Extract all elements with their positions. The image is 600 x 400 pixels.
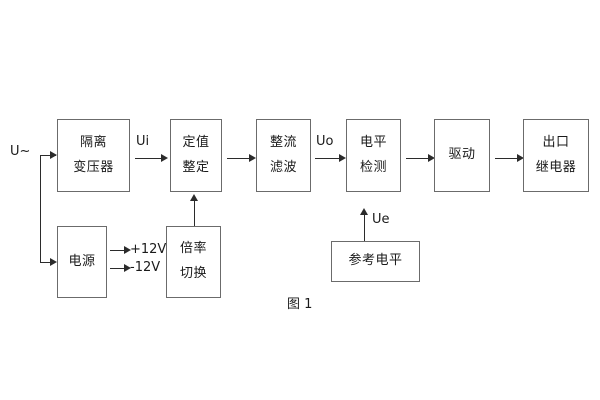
arrow-transformer-to-setting-head xyxy=(161,154,168,162)
rail-negative-line xyxy=(110,268,126,269)
arrow-drive-to-relay-line xyxy=(495,158,518,159)
block-line: 切换 xyxy=(179,266,207,281)
block-line: 变压器 xyxy=(73,159,114,175)
rail-positive-line xyxy=(110,250,126,251)
rail-positive-label: +12V xyxy=(130,242,167,257)
block-line: 驱动 xyxy=(448,147,476,163)
block-level-detect[interactable]: 电平 检测 xyxy=(346,119,401,192)
arrow-setting-to-rectify-head xyxy=(249,154,256,162)
rail-positive-arrow xyxy=(124,246,131,254)
branch-to-power-line xyxy=(40,262,51,263)
block-isolation-transformer[interactable]: 隔离 变压器 xyxy=(57,119,130,192)
input-label-u: U~ xyxy=(10,144,31,159)
branch-to-transformer-line xyxy=(40,155,51,156)
branch-to-transformer-arrow xyxy=(50,151,57,159)
arrow-setting-to-rectify-line xyxy=(227,158,250,159)
arrow-drive-to-relay-head xyxy=(517,154,524,162)
arrow-detect-to-drive-line xyxy=(406,158,429,159)
block-line: 滤波 xyxy=(269,159,297,175)
block-line: 倍率 xyxy=(179,241,207,257)
arrow-rectify-to-detect-head xyxy=(339,154,346,162)
block-line: 整流 xyxy=(269,134,297,150)
signal-label-uo: Uo xyxy=(316,134,334,149)
input-bus-vertical xyxy=(40,155,41,262)
rail-negative-label: -12V xyxy=(130,260,161,275)
block-line: 电平 xyxy=(359,134,387,150)
signal-label-ue: Ue xyxy=(372,212,390,227)
arrow-reference-to-detect-line xyxy=(364,213,365,241)
arrow-transformer-to-setting-line xyxy=(135,158,162,159)
block-power-supply[interactable]: 电源 xyxy=(57,226,107,298)
block-line: 继电器 xyxy=(535,159,577,175)
arrow-rectify-to-detect-line xyxy=(315,158,340,159)
figure-caption: 图 1 xyxy=(287,297,313,312)
branch-to-power-arrow xyxy=(50,258,57,266)
block-reference-level[interactable]: 参考电平 xyxy=(331,241,420,282)
block-line: 整定 xyxy=(182,159,210,175)
block-line: 出口 xyxy=(542,134,570,150)
block-line: 电源 xyxy=(68,253,96,269)
arrow-multiplier-to-setting-line xyxy=(194,199,195,226)
arrow-multiplier-to-setting-head xyxy=(190,194,198,201)
block-line: 定值 xyxy=(182,134,210,150)
block-line: 隔离 xyxy=(79,134,107,150)
block-line: 检测 xyxy=(359,159,387,175)
arrow-detect-to-drive-head xyxy=(428,154,435,162)
arrow-reference-to-detect-head xyxy=(360,208,368,215)
signal-label-ui: Ui xyxy=(136,134,150,149)
block-drive[interactable]: 驱动 xyxy=(434,119,490,192)
rail-negative-arrow xyxy=(124,264,131,272)
block-output-relay[interactable]: 出口 继电器 xyxy=(523,119,589,192)
block-setting-adjust[interactable]: 定值 整定 xyxy=(170,119,222,192)
block-rectify-filter[interactable]: 整流 滤波 xyxy=(256,119,311,192)
block-line: 参考电平 xyxy=(348,253,403,269)
block-multiplier-switch[interactable]: 倍率 切换 xyxy=(166,226,221,298)
